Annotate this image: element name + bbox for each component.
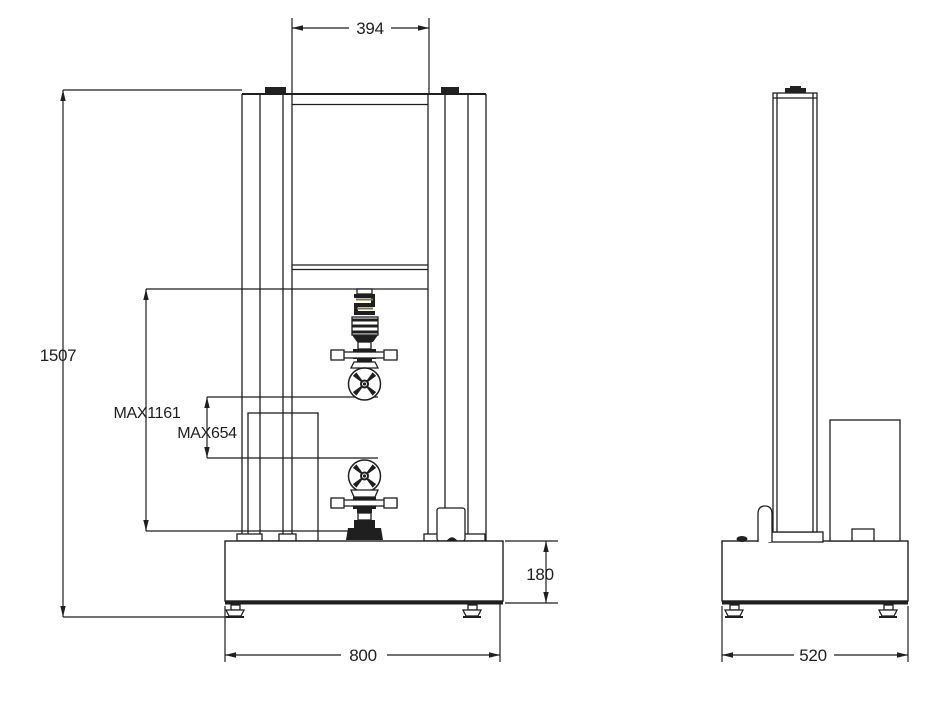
- dim-base-depth-label: 520: [799, 646, 826, 665]
- dim-max-grip-space-label: MAX654: [177, 425, 237, 442]
- front-base: [224, 540, 504, 618]
- lower-grip-jaws: [352, 464, 377, 488]
- limit-switch-box: [436, 507, 466, 542]
- side-column: [772, 86, 818, 533]
- side-base: [721, 540, 909, 618]
- front-right-foot: [461, 604, 483, 618]
- dimension-crosshead-width: [291, 18, 430, 93]
- dimension-labels: 394 1507 MAX1161 MAX654 180 800 520: [40, 19, 827, 665]
- dim-base-width-label: 800: [349, 646, 376, 665]
- dim-base-height-label: 180: [526, 565, 553, 584]
- upper-grip-jaws: [352, 372, 377, 396]
- side-view: [721, 86, 909, 618]
- dim-max-test-space-label: MAX1161: [114, 405, 181, 422]
- front-view: [146, 87, 504, 618]
- upper-grip: [330, 349, 398, 401]
- crosshead: [146, 264, 428, 290]
- side-right-foot: [877, 604, 899, 618]
- load-cell: [351, 288, 379, 350]
- lower-grip: [330, 459, 398, 540]
- dim-total-height-label: 1507: [40, 346, 77, 365]
- right-column: [427, 87, 487, 541]
- side-panel-box: [829, 419, 901, 542]
- side-column-pedestal: [768, 531, 824, 543]
- side-cable-guard: [757, 505, 773, 542]
- left-column: [241, 87, 293, 541]
- dim-crosshead-width-label: 394: [356, 19, 383, 38]
- dimension-total-height: [60, 89, 242, 618]
- front-left-foot: [224, 604, 246, 618]
- dimension-base-depth: [721, 606, 909, 662]
- side-left-foot: [723, 604, 745, 618]
- dimension-base-height: [505, 540, 558, 604]
- top-beam: [242, 93, 486, 106]
- side-bolt: [736, 536, 748, 542]
